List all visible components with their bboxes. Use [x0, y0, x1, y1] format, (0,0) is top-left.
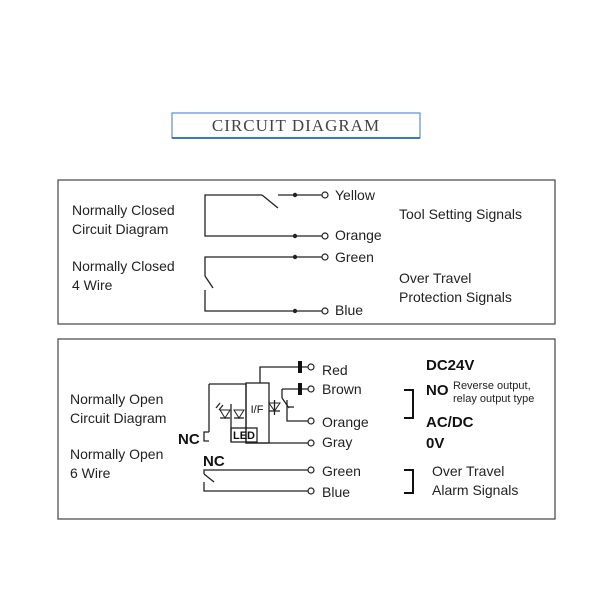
panel-2-frame [57, 338, 556, 520]
no-circuit-label-line1: Normally Open [70, 391, 163, 407]
wire-label-green: Green [322, 463, 361, 479]
reverse-output-line2: relay output type [453, 393, 534, 405]
terminal-brown [307, 385, 315, 393]
led-indicator-icon [219, 409, 231, 419]
alarm-bracket [404, 469, 414, 494]
terminal-green [321, 253, 329, 261]
wire-label-orange: Orange [335, 227, 382, 243]
light-ray-icon [218, 404, 224, 411]
wire-label-orange: Orange [322, 414, 369, 430]
terminal-orange [321, 232, 329, 240]
green-loop-wire [204, 256, 322, 276]
nc-4wire-label-line2: 4 Wire [72, 277, 113, 293]
nc-lower-label: NC [203, 453, 225, 470]
tool-setting-circuit [204, 191, 329, 240]
wire-label-red: Red [322, 362, 348, 378]
terminal-red [307, 363, 315, 371]
terminal-orange [307, 417, 315, 425]
acdc-label: AC/DC [426, 414, 474, 431]
wire-label-green: Green [335, 249, 374, 265]
junction-dot [292, 233, 298, 239]
light-ray-icon [215, 402, 221, 409]
terminal-gray [307, 439, 315, 447]
nc-loop-wire [204, 194, 322, 237]
wire-label-yellow: Yellow [335, 187, 376, 203]
zero-v-label: 0V [426, 435, 444, 452]
title-banner: CIRCUIT DIAGRAM [171, 112, 421, 139]
gray-lead-wire [245, 440, 308, 444]
no-6wire-label-line1: Normally Open [70, 446, 163, 462]
terminal-blue [321, 307, 329, 315]
alarm-label-line2: Alarm Signals [432, 482, 518, 498]
alarm-label-line1: Over Travel [432, 463, 504, 479]
green-alarm-wire [203, 469, 308, 474]
wire-label-gray: Gray [322, 434, 352, 450]
alarm-circuit: NC [203, 453, 315, 495]
over-travel-circuit [204, 253, 329, 315]
junction-dot [292, 254, 298, 260]
if-component-label: I/F [251, 404, 264, 416]
nc-circuit-label-line1: Normally Closed [72, 202, 175, 218]
terminal-green [307, 466, 315, 474]
relay-contact [281, 397, 290, 409]
tool-setting-signals-label: Tool Setting Signals [399, 206, 522, 222]
led-output-icon [233, 409, 245, 419]
nc-switch-contact [204, 275, 214, 289]
terminal-yellow [321, 191, 329, 199]
led-label: LED [233, 430, 255, 442]
power-bracket [404, 389, 414, 419]
blue-loop-wire [204, 290, 322, 312]
no-circuit-label-line2: Circuit Diagram [70, 410, 166, 426]
reverse-output-line1: Reverse output, [453, 380, 531, 392]
wire-label-brown: Brown [322, 381, 362, 397]
wire-label-blue: Blue [322, 484, 350, 500]
nc-bracket [203, 431, 209, 442]
nc-4wire-label-line1: Normally Closed [72, 258, 175, 274]
orange-lead-wire [286, 414, 308, 422]
panel-normally-closed: Normally Closed Circuit Diagram Normally… [57, 179, 556, 325]
sensor-relay-circuit: I/F LED NC [178, 361, 315, 448]
junction-dot [292, 308, 298, 314]
nc-upper-label: NC [178, 431, 200, 448]
nc-switch-contact [261, 194, 279, 209]
panel-normally-open: Normally Open Circuit Diagram Normally O… [57, 338, 556, 520]
alarm-nc-contact [203, 473, 215, 483]
nc-circuit-label-line2: Circuit Diagram [72, 221, 168, 237]
no-6wire-label-line2: 6 Wire [70, 465, 111, 481]
over-travel-label-line1: Over Travel [399, 270, 471, 286]
no-label: NO [426, 382, 449, 399]
dc24v-label: DC24V [426, 357, 474, 374]
blue-alarm-wire [203, 482, 308, 492]
panel-1-frame [57, 179, 556, 325]
led-label-box [230, 427, 258, 443]
wire-label-blue: Blue [335, 302, 363, 318]
junction-dot [292, 192, 298, 198]
over-travel-label-line2: Protection Signals [399, 289, 512, 305]
page-title: CIRCUIT DIAGRAM [212, 116, 380, 135]
terminal-blue [307, 487, 315, 495]
red-lead-wire [259, 366, 308, 383]
